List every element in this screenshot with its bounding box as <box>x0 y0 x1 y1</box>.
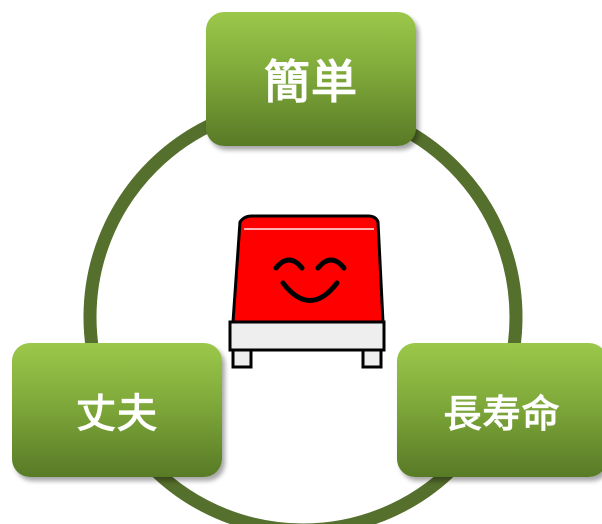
node-simple-label: 簡単 <box>264 55 358 109</box>
stamp-base <box>228 320 386 352</box>
left-eye <box>273 257 305 271</box>
stamp-body <box>231 214 385 324</box>
right-eye <box>315 257 347 271</box>
smile-mouth <box>280 280 340 303</box>
node-simple: 簡単 <box>206 12 416 146</box>
smiling-red-stamp-icon <box>228 214 386 369</box>
node-long-life: 長寿命 <box>397 343 602 477</box>
stamp-foot-left <box>231 348 253 369</box>
stamp-foot-right <box>361 348 383 369</box>
node-durable: 丈夫 <box>12 343 222 477</box>
node-durable-label: 丈夫 <box>76 391 158 437</box>
node-long-life-label: 長寿命 <box>443 391 561 436</box>
